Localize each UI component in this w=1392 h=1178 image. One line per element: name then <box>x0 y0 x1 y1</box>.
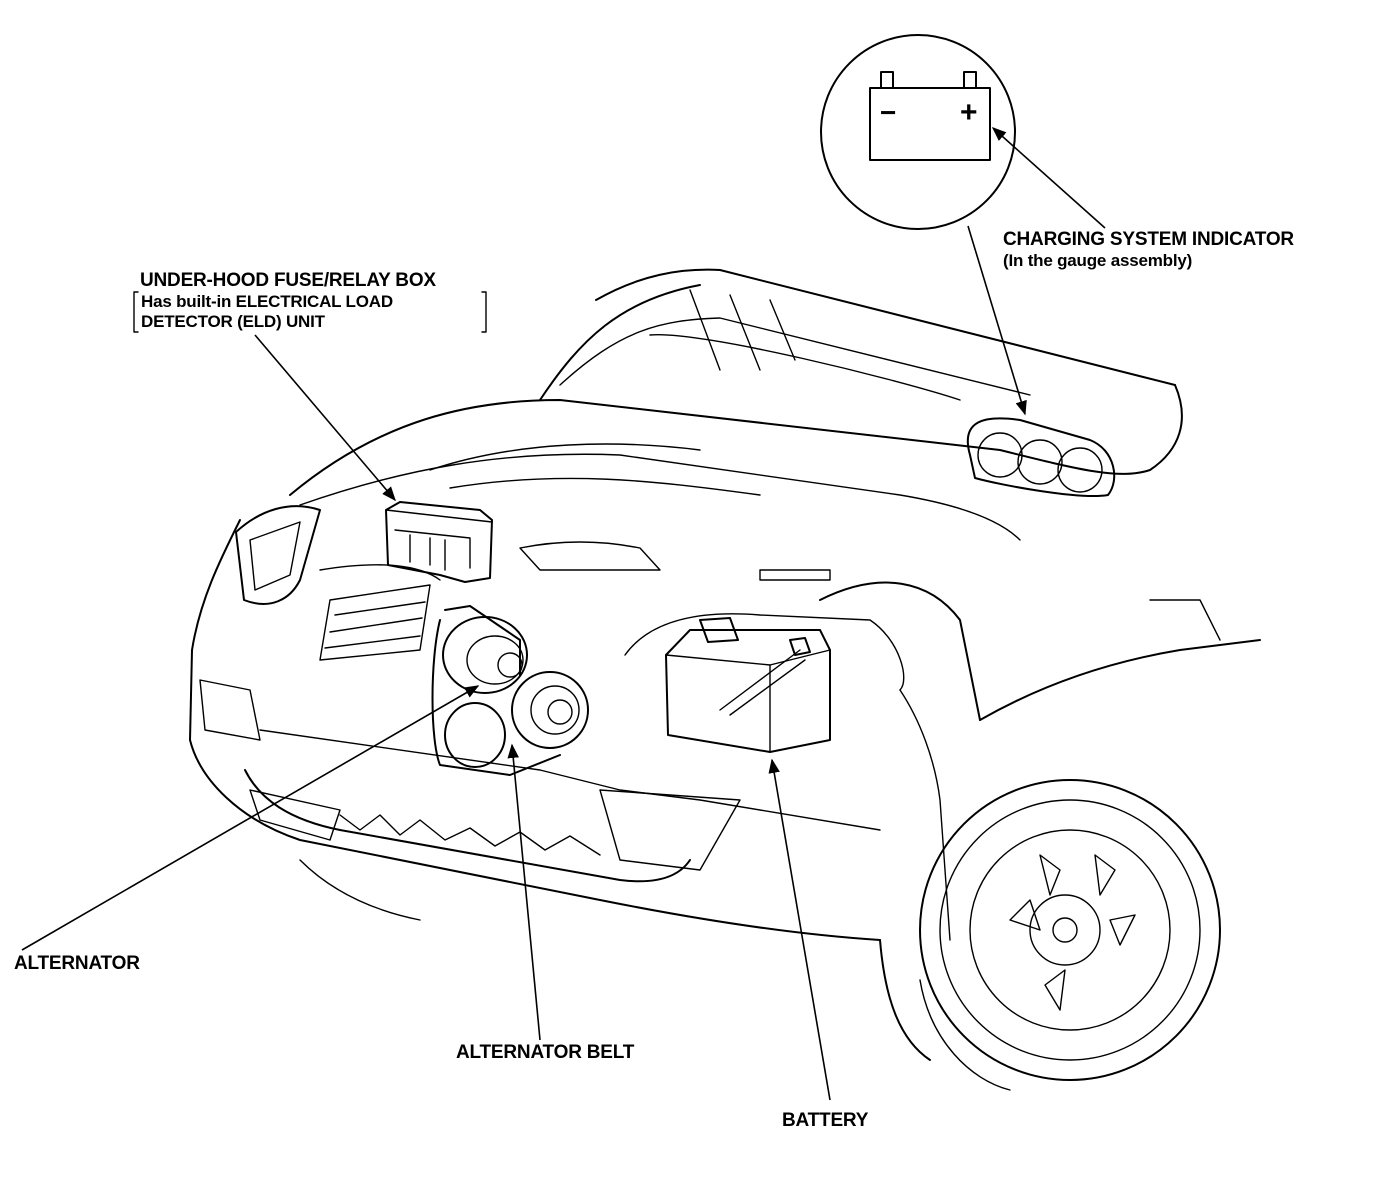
headlight-left <box>235 505 321 605</box>
grille <box>319 584 431 661</box>
belt-outline <box>431 619 561 776</box>
note-bracket-left <box>133 291 139 333</box>
charging-indicator-note: (In the gauge assembly) <box>1003 251 1193 270</box>
battery-warning-icon <box>869 87 991 161</box>
belt-leader <box>507 743 541 1041</box>
indicator-label-leader <box>991 127 1106 229</box>
battery-label: BATTERY <box>782 1110 869 1131</box>
fog-light-recess <box>599 789 741 871</box>
gauge-cluster <box>967 417 1116 497</box>
alternator-label: ALTERNATOR <box>14 953 140 974</box>
minus-symbol: − <box>880 97 896 128</box>
alternator-assembly <box>431 605 589 776</box>
indicator-leader-line <box>967 225 1027 416</box>
battery-unit <box>665 617 831 753</box>
battery-leader <box>768 758 831 1101</box>
charging-indicator-label: CHARGING SYSTEM INDICATOR <box>1003 229 1294 250</box>
fuse-box-leader <box>254 334 396 502</box>
fuse-box-note-line1: Has built-in ELECTRICAL LOAD <box>141 292 393 311</box>
fuse-box-note-line2: DETECTOR (ELD) UNIT <box>141 312 325 331</box>
plus-symbol: + <box>960 96 978 129</box>
alternator-belt-label: ALTERNATOR BELT <box>456 1042 635 1063</box>
note-bracket-right <box>481 291 487 333</box>
fuse-box-label: UNDER-HOOD FUSE/RELAY BOX <box>140 270 436 291</box>
fuse-relay-box <box>385 501 493 583</box>
vehicle-body <box>189 268 1261 1091</box>
alternator-leader <box>21 685 480 951</box>
indicator-inset: − + <box>820 34 1016 230</box>
front-wheel <box>919 779 1221 1081</box>
